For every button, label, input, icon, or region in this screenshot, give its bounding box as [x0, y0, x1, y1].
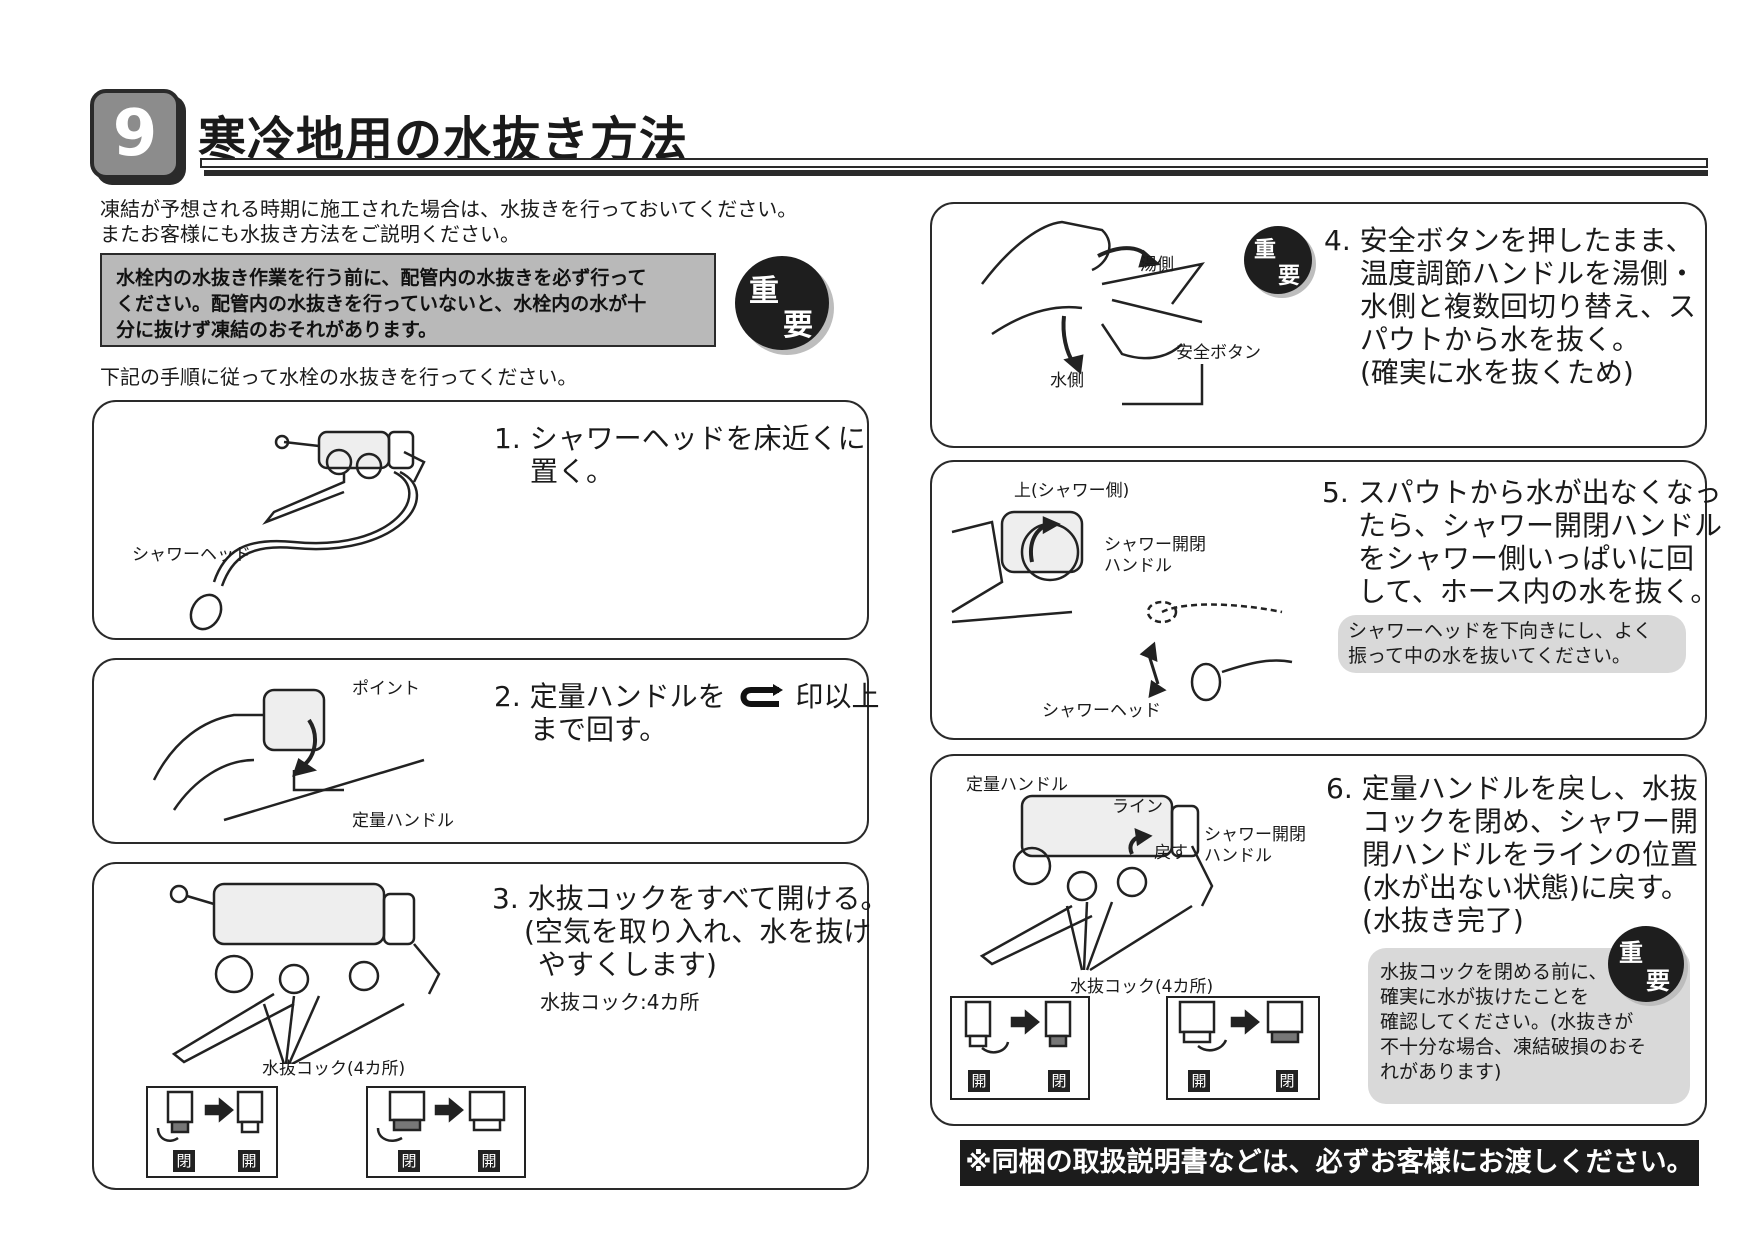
step-1-line-1: 1. シャワーヘッドを床近くに: [494, 422, 866, 455]
label-cocks-4: 水抜コック(4カ所): [262, 1059, 406, 1079]
step-4-line-1: 4. 安全ボタンを押したまま、: [1324, 224, 1694, 257]
label-shower-head: シャワーヘッド: [132, 545, 251, 565]
hand-turning-handle-illustration: [152, 688, 425, 822]
label-shower-handle-1: シャワー開閉: [1104, 535, 1206, 555]
label-open-2: 開: [478, 1150, 500, 1172]
step-4-panel: 湯側 水側 安全ボタン 重 要 4. 安全ボタンを押したまま、 温度調節ハンドル…: [930, 202, 1707, 448]
warning-line-2: ください。配管内の水抜きを行っていないと、水栓内の水が十: [116, 293, 647, 315]
cock-detail-box-1: 閉 開: [146, 1086, 278, 1178]
step-3-line-1: 3. 水抜コックをすべて開ける。: [492, 882, 889, 915]
step-6-line-5: (水抜き完了): [1362, 904, 1524, 937]
title-rule: [200, 158, 1708, 168]
warning-box: 水栓内の水抜き作業を行う前に、配管内の水抜きを必ず行って ください。配管内の水抜…: [100, 253, 716, 347]
important-char-1: 重: [1619, 939, 1643, 967]
label-handle: 定量ハンドル: [352, 811, 454, 831]
cock-open-sequence-icon: [156, 1090, 264, 1142]
label-open-1: 開: [238, 1150, 260, 1172]
footer-notice: ※同梱の取扱説明書などは、必ずお客様にお渡しください。: [960, 1140, 1699, 1186]
step-6-note-line-3: 確認してください。(水抜きが: [1380, 1011, 1634, 1033]
step-2-line-1-pre: 2. 定量ハンドルを: [494, 680, 726, 713]
title-rule-shadow: [204, 170, 1708, 176]
warning-line-3: 分に抜けず凍結のおそれがあります。: [116, 319, 438, 341]
important-badge: 重 要: [735, 256, 829, 350]
label-cocks-4: 水抜コック(4カ所): [1070, 977, 1214, 997]
step-6-line-3: 閉ハンドルをラインの位置: [1362, 838, 1699, 871]
step-5-line-2: たら、シャワー開閉ハンドル: [1358, 509, 1723, 542]
faucet-with-shower-illustration: [189, 430, 426, 631]
label-point: ポイント: [352, 679, 420, 699]
step-3-line-3: やすくします): [538, 948, 717, 981]
step-6-note-line-4: 不十分な場合、凍結破損のおそ: [1380, 1036, 1647, 1058]
faucet-return-position-illustration: [979, 794, 1214, 972]
important-badge: 重 要: [1608, 926, 1684, 1002]
hand-pressing-safety-button-illustration: [981, 220, 1205, 406]
label-close-1: 閉: [173, 1150, 195, 1172]
step-2-line-2: まで回す。: [530, 713, 668, 746]
step-2-line-1: 2. 定量ハンドルを 印以上: [494, 680, 879, 713]
label-open-1: 開: [968, 1070, 990, 1092]
important-char-1: 重: [1254, 238, 1277, 263]
label-close-2: 閉: [1276, 1070, 1298, 1092]
step-6-note-line-1: 水抜コックを閉める前に、: [1380, 961, 1608, 983]
step-4-line-2: 温度調節ハンドルを湯側・: [1360, 257, 1697, 290]
cock-close-sequence-icon: [1178, 1000, 1304, 1052]
u-turn-arrow-icon: [740, 684, 783, 707]
step-5-line-4: して、ホース内の水を抜く。: [1358, 575, 1719, 608]
label-teiryo-handle: 定量ハンドル: [966, 775, 1068, 795]
step-6-panel: 定量ハンドル ライン 戻す シャワー開閉 ハンドル 水抜コック(4カ所) 開 閉: [930, 754, 1707, 1126]
step-4-line-4: パウトから水を抜く。: [1360, 323, 1641, 356]
step-3-line-2: (空気を取り入れ、水を抜け: [524, 915, 872, 948]
step-5-note: シャワーヘッドを下向きにし、よく 振って中の水を抜いてください。: [1338, 615, 1686, 673]
step-6-line-4: (水が出ない状態)に戻す。: [1362, 871, 1690, 904]
step-3-sub: 水抜コック:4カ所: [540, 990, 700, 1014]
label-shower-handle-2: ハンドル: [1204, 846, 1272, 866]
label-safety-button: 安全ボタン: [1176, 343, 1261, 363]
cock-open-sequence-icon: [376, 1090, 506, 1142]
important-char-2: 要: [783, 308, 813, 343]
step-1-line-2: 置く。: [530, 455, 615, 488]
important-char-2: 要: [1646, 967, 1670, 995]
step-6-line-1: 6. 定量ハンドルを戻し、水抜: [1326, 772, 1698, 805]
cock-detail-box-2: 閉 開: [366, 1086, 526, 1178]
step-6-line-2: コックを閉め、シャワー開: [1362, 805, 1699, 838]
step-1-panel: シャワーヘッド 1. シャワーヘッドを床近くに 置く。: [92, 400, 869, 640]
step-5-line-3: をシャワー側いっぱいに回: [1358, 542, 1695, 575]
label-cold-side: 水側: [1050, 371, 1084, 391]
step-2-panel: ポイント 定量ハンドル 2. 定量ハンドルを 印以上 まで回す。: [92, 658, 879, 844]
step-5-panel: 上(シャワー側) シャワー開閉 ハンドル シャワーヘッド 5. スパウトから水が…: [930, 460, 1722, 740]
label-line: ライン: [1112, 797, 1163, 817]
label-close-1: 閉: [1048, 1070, 1070, 1092]
intro-line-2: またお客様にも水抜き方法をご説明ください。: [100, 222, 520, 246]
label-shower-head: シャワーヘッド: [1042, 701, 1161, 721]
important-badge: 重 要: [1244, 226, 1312, 294]
label-close-2: 閉: [398, 1150, 420, 1172]
section-number-badge: 9: [90, 89, 180, 179]
cock-detail-box-2: 開 閉: [1166, 996, 1320, 1100]
label-up-shower-side: 上(シャワー側): [1014, 481, 1130, 501]
step-3-panel: 水抜コック(4カ所) 閉 開 閉 開: [92, 862, 889, 1190]
important-char-2: 要: [1278, 264, 1301, 289]
step-4-line-3: 水側と複数回切り替え、ス: [1360, 290, 1697, 323]
important-char-1: 重: [749, 274, 779, 309]
step-5-note-line-2: 振って中の水を抜いてください。: [1348, 645, 1631, 667]
cock-close-sequence-icon: [964, 1000, 1072, 1054]
intro-line-1: 凍結が予想される時期に施工された場合は、水抜きを行っておいてください。: [100, 197, 798, 221]
label-return: 戻す: [1154, 843, 1188, 863]
procedure-intro: 下記の手順に従って水栓の水抜きを行ってください。: [100, 365, 578, 389]
warning-line-1: 水栓内の水抜き作業を行う前に、配管内の水抜きを必ず行って: [116, 267, 647, 289]
step-6-note-line-5: れがあります): [1380, 1061, 1502, 1083]
shower-handle-illustration: [951, 510, 1293, 702]
step-6-note-line-2: 確実に水が抜けたことを: [1380, 986, 1590, 1008]
label-shower-handle-2: ハンドル: [1104, 556, 1172, 576]
label-shower-handle-1: シャワー開閉: [1204, 825, 1306, 845]
step-5-line-1: 5. スパウトから水が出なくなっ: [1322, 476, 1722, 509]
step-4-line-5: (確実に水を抜くため): [1360, 356, 1634, 389]
label-open-2: 開: [1188, 1070, 1210, 1092]
step-5-note-line-1: シャワーヘッドを下向きにし、よく: [1348, 620, 1653, 642]
faucet-drain-cocks-illustration: [169, 882, 441, 1064]
cock-detail-box-1: 開 閉: [950, 996, 1090, 1100]
label-hot-side: 湯側: [1140, 255, 1174, 275]
step-2-line-1-post: 印以上: [795, 680, 880, 713]
